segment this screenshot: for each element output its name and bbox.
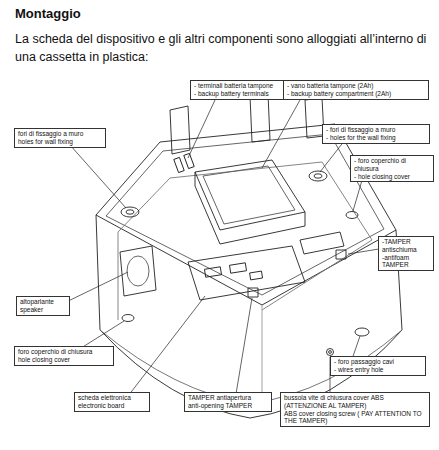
- board-component: [229, 263, 246, 273]
- callout-text: holes for wall fixing: [18, 138, 102, 146]
- leader-line: [188, 100, 215, 158]
- callout-text: - backup battery compartment (2Ah): [287, 90, 425, 98]
- leader-line: [262, 100, 300, 168]
- page-heading: Montaggio: [15, 6, 81, 21]
- callout-box: bussola vite di chiusura cover ABS (ATTE…: [280, 392, 430, 427]
- anti-opening-tamper: [248, 288, 258, 297]
- speaker-cone: [127, 256, 149, 286]
- battery-compartment-wall: [195, 172, 305, 244]
- callout-text: fori di fissaggio a muro: [18, 130, 102, 138]
- body-text: La scheda del dispositivo e gli altri co…: [15, 30, 427, 66]
- battery-terminal: [174, 157, 184, 172]
- callout-box: - foro passaggio cavi- wires entry hole: [330, 356, 426, 376]
- callout-text: - hole closing cover: [354, 173, 430, 181]
- callout-text: - fori di fissaggio a muro: [326, 126, 426, 134]
- callout-text: -antifoam TAMPER: [382, 254, 430, 270]
- callout-text: altoparlante: [20, 298, 66, 306]
- wall-rim: [96, 124, 396, 305]
- callout-text: -TAMPER antischiuma: [382, 238, 430, 254]
- wall-inner-rim: [106, 134, 384, 295]
- callout-text: electronic board: [78, 402, 146, 410]
- front-seam: [262, 305, 263, 400]
- callout-box: foro coperchio di chiusurahole closing c…: [14, 346, 114, 366]
- leader-line: [125, 296, 205, 400]
- callout-text: - terminali batteria tampone: [194, 82, 294, 90]
- callout-text: TAMPER antiapertura: [188, 394, 268, 402]
- battery-compartment: [195, 160, 305, 230]
- leader-line: [60, 272, 128, 305]
- callout-text: - foro coperchio di chiusura: [354, 157, 430, 173]
- callout-box: - foro coperchio di chiusura- hole closi…: [350, 155, 434, 182]
- callout-text: - backup battery terminals: [194, 90, 294, 98]
- callout-text: hole closing cover: [18, 356, 110, 364]
- leader-line: [320, 140, 345, 172]
- callout-text: ABS cover closing screw ( PAY ATTENTION …: [284, 410, 426, 426]
- callout-box: - fori di fissaggio a muro- holes for th…: [322, 124, 430, 144]
- callout-box: -TAMPER antischiuma-antifoam TAMPER: [378, 236, 434, 271]
- wall-fixing-hole-inner: [126, 210, 134, 214]
- speaker: [120, 246, 156, 296]
- wall-tab: [170, 106, 190, 154]
- battery-compartment-inner: [203, 166, 295, 224]
- cover-hole: [122, 315, 134, 322]
- wall-fixing-hole: [121, 207, 139, 217]
- callout-text: - foro passaggio cavi: [334, 358, 422, 366]
- lower-shell: [96, 215, 402, 418]
- wall-fixing-hole-inner: [314, 174, 322, 178]
- terminal-block: [300, 232, 344, 254]
- callout-text: - holes for the wall fixing: [326, 134, 426, 142]
- board-component: [204, 267, 221, 277]
- antifoam-tamper: [336, 250, 346, 259]
- cover-hole: [346, 212, 358, 219]
- callout-text: scheda elettronica: [78, 394, 146, 402]
- callout-box: fori di fissaggio a muroholes for wall f…: [14, 128, 106, 148]
- electronic-board: [188, 246, 305, 300]
- wire-entry-hole: [355, 328, 369, 336]
- leader-line: [70, 145, 126, 208]
- callout-text: anti-opening TAMPER: [188, 402, 268, 410]
- wall-corner: [118, 232, 119, 320]
- callout-box: altoparlantespeaker: [16, 296, 70, 316]
- callout-text: foro coperchio di chiusura: [18, 348, 110, 356]
- cover-screw-bush: [327, 349, 334, 356]
- callout-text: - wires entry hole: [334, 366, 422, 374]
- callout-text: bussola vite di chiusura cover ABS (ATTE…: [284, 394, 426, 410]
- leader-line: [235, 298, 252, 400]
- callout-box: scheda elettronicaelectronic board: [74, 392, 150, 412]
- callout-text: speaker: [20, 306, 66, 314]
- callout-box: - terminali batteria tampone- backup bat…: [190, 80, 298, 100]
- callout-box: TAMPER antiaperturaanti-opening TAMPER: [184, 392, 272, 412]
- callout-text: - vano batteria tampone (2Ah): [287, 82, 425, 90]
- wall-fixing-hole: [309, 171, 327, 181]
- floor-edge: [118, 162, 372, 310]
- board-component: [250, 271, 263, 280]
- callout-box: - vano batteria tampone (2Ah)- backup ba…: [283, 80, 429, 100]
- wall-tab: [250, 94, 270, 142]
- cover-screw-bush-inner: [329, 351, 332, 354]
